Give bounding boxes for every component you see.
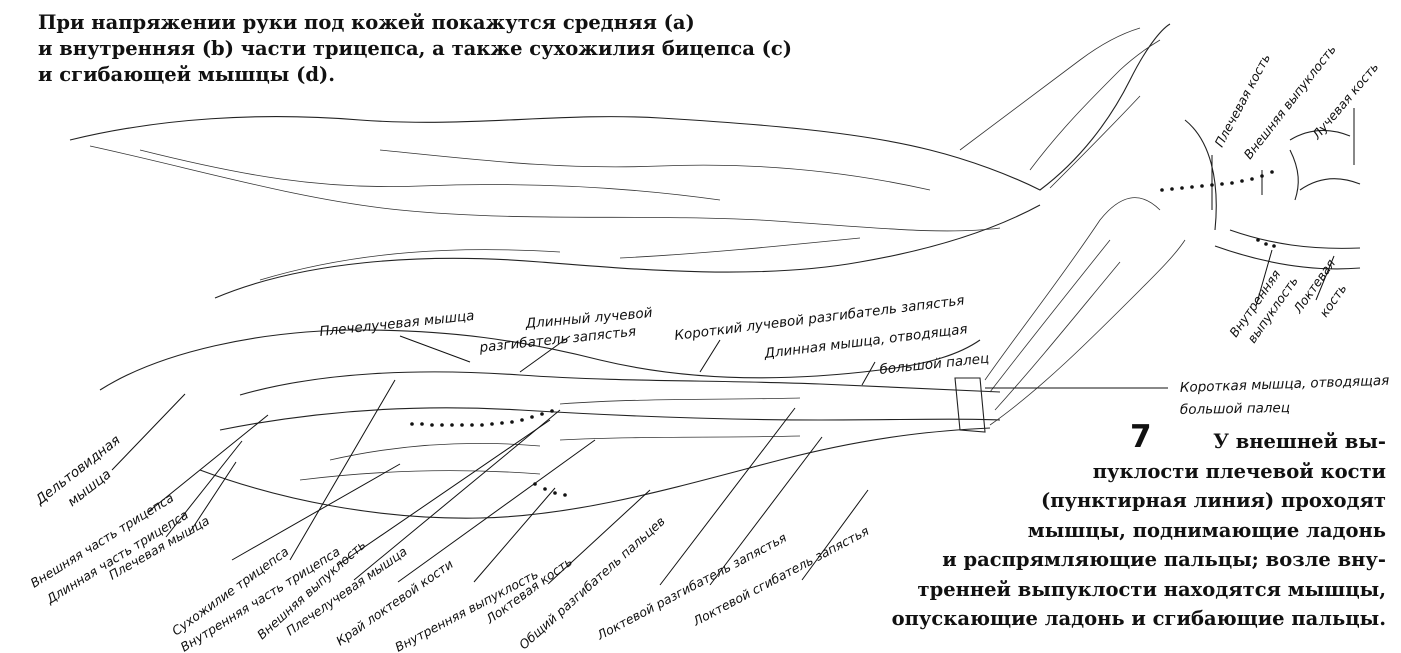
label-ulna-edge: Край локтевой кости	[333, 556, 456, 648]
side-caption: У внешней вы- пуклости плечевой кости (п…	[812, 427, 1386, 634]
upper-arm-sketch	[70, 24, 1170, 298]
side-caption-line: опускающие ладонь и сгибающие пальцы.	[812, 604, 1386, 634]
label-apb: Короткая мышца, отводящая	[1180, 373, 1390, 396]
side-caption-line: и распрямляющие пальцы; возле вну-	[812, 545, 1386, 575]
side-caption-line: пуклости плечевой кости	[812, 457, 1386, 487]
label-apb: большой палец	[1180, 400, 1290, 418]
label-brachioradialis: Плечелучевая мышца	[319, 308, 475, 340]
side-caption-line: У внешней вы-	[812, 427, 1386, 457]
epicondyle-dotted-line	[410, 409, 567, 497]
side-caption-line: (пунктирная линия) проходят	[812, 486, 1386, 516]
side-caption-line: тренней выпуклости находятся мышцы,	[812, 575, 1386, 605]
side-caption-line: мышцы, поднимающие ладонь	[812, 516, 1386, 546]
label-apl: большой палец	[879, 351, 990, 378]
